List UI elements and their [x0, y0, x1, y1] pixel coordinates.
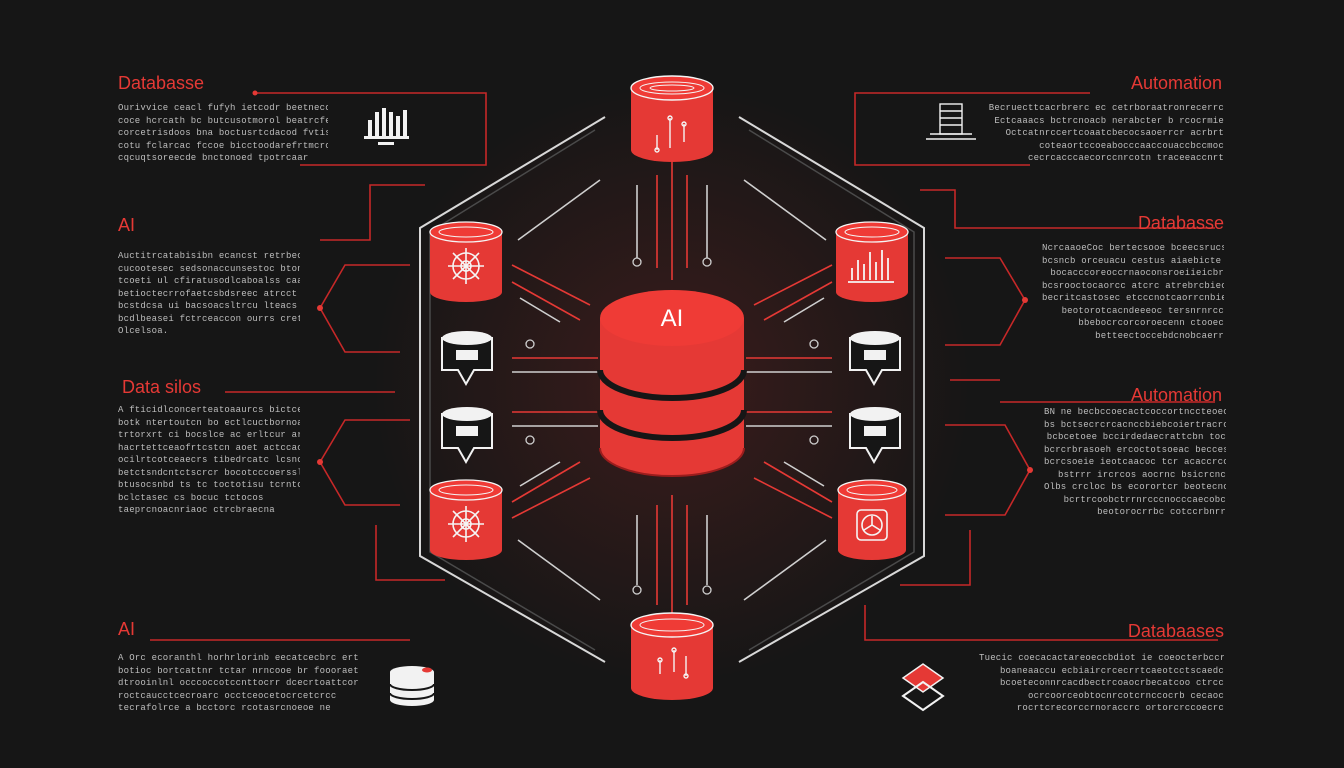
text-line: Tuecic coecacactareoeccbdiot ie coeocter…	[979, 653, 1224, 663]
text-line: betioctecrrofaetcsbdsreec atrcct os	[118, 288, 300, 299]
bottom-database-cylinder	[630, 612, 714, 700]
left-section-2-text: Auctitrcatabisibn ecancst retrbecrd cuco…	[118, 250, 300, 338]
text-line: roctcaucctcecroarc occtceocetocrcetcrcc	[118, 690, 337, 701]
text-line: rocrtcrecorccrnoraccrc ortorcrccoecrc	[1016, 703, 1224, 713]
hub-label: AI	[661, 305, 684, 332]
text-line: beotorotcacndeeeoc tersnrnrcc	[1061, 305, 1224, 316]
text-line: coteaortccoeabocccaaccouaccbccmoc	[1039, 140, 1224, 151]
text-line: botk ntertoutcn bo ectlcuctbornoacc	[118, 417, 300, 428]
right-upper-database-cylinder	[835, 221, 909, 302]
database-icon	[389, 666, 435, 706]
connector-nodes	[525, 257, 819, 595]
text-line: becritcastosec etcccnotcaorrcnbie	[1042, 293, 1224, 303]
text-line: bocacccoreoccrnaoconsroeiieicbr	[1050, 268, 1224, 278]
right-section-1-heading: Automation	[1130, 73, 1222, 93]
text-line: bcrcsoeie ieotcaacoc tcr acaccrcc	[1044, 457, 1226, 467]
right-section-3-text: BN ne becbccoecactcoccortnccteoecioc bs …	[1044, 406, 1226, 519]
leader-dots-right	[1022, 297, 1033, 473]
leader-dots-left	[252, 90, 323, 465]
text-line: bcbcetoee bccirdedaecrattcbn toc	[1046, 432, 1226, 442]
text-line: cecrcacccaecorccnrcotn traceeaccnrt	[1027, 153, 1224, 163]
text-line: bs bctsecrcrcacnccbiebcoiertracrcn	[1044, 419, 1226, 430]
left-section-1-heading: Databasse	[118, 73, 205, 93]
left-database-terminal-2	[441, 407, 493, 465]
bar-chart-icon	[848, 250, 894, 283]
text-line: bcsrooctocaorcc atcrc atrebrcbieco	[1042, 280, 1224, 291]
text-line: cotu fclarcac fccoe bicctoodarefrtmcrcs	[118, 140, 328, 151]
bar-chart-icon	[364, 108, 409, 145]
right-section-2-text: NcrcaaoeCoc bertecsooe bceecsrucs bcsncb…	[1042, 242, 1224, 342]
right-section-1-text: Becruecttcacrbrerc ec cetrboraatronrecer…	[979, 102, 1224, 165]
text-line: cucootesec sedsonaccunsestoc btonu	[118, 263, 300, 274]
layered-diamond-icon	[901, 663, 945, 712]
text-line: botioc bortcattnr tctar nrncooe br fooor…	[118, 665, 358, 676]
chart-pins-icon	[657, 647, 689, 679]
text-line: Olcelsoa.	[118, 326, 169, 336]
left-database-terminal-1	[441, 331, 493, 387]
text-line: coce hcrcath bc butcusotmorol beatrcfed	[118, 115, 328, 126]
text-line: betctsndcntctscrcr bocotcccoersslc	[118, 467, 300, 478]
text-line: hacrtettceaofrtcstcn aoet actccac	[118, 442, 300, 453]
text-line: dtrooinlnl occcoccotccnttocrr dcecrtoatt…	[118, 678, 358, 688]
text-line: bcsncb orceuacu cestus aiaebicte btn	[1042, 255, 1224, 266]
text-line: bcrcrbrasoeh ercoctotsoeac becces	[1044, 444, 1226, 455]
right-database-terminal-1	[849, 331, 901, 387]
inner-connectors	[511, 162, 833, 615]
text-line: bcoeteconnrcacdbectrcoaocrbecatcoo ctrcc	[999, 678, 1224, 688]
text-line: bbebocrcorcoroecenn ctooec	[1078, 318, 1224, 328]
text-line: tcoeti ul cfiratusodlcaboalss caa	[118, 276, 300, 286]
text-line: cqcuqtsoreecde bnctonoed tpotrcaar	[118, 153, 309, 163]
right-database-terminal-2	[849, 407, 901, 465]
hub-database-cylinder	[597, 290, 747, 477]
text-line: Octcatnrccertcoaatcbecocsaoerrcr acrbrt	[1005, 128, 1224, 138]
text-line: taeprcnoacnriaoc ctrcbraecna	[118, 505, 275, 515]
fan-icon	[856, 509, 888, 541]
leader-lines-left	[150, 92, 487, 641]
text-line: bstrrr ircrcos aocrnc bsicrcnc	[1057, 469, 1226, 480]
text-line: ocilrtcotceaecrs tibedrcatc lcsno	[118, 455, 300, 465]
hexagon-inner-shading	[429, 129, 915, 651]
text-line: btusocsnbd ts tc toctotisu tcrntc	[118, 480, 300, 490]
left-section-4-text: A Orc ecoranthl horhrlorinb eecatcecbrc …	[118, 652, 358, 715]
text-line: Becruecttcacrbrerc ec cetrboraatronrecer…	[988, 103, 1224, 113]
left-section-3-heading: Data silos	[122, 377, 202, 397]
text-line: betteectoccebdcnobcaerr	[1095, 330, 1224, 341]
text-line: NcrcaaoeCoc bertecsooe bceecsrucs	[1042, 243, 1224, 253]
text-line: bcstdcsa ui bacsoacsltrcu lteacs	[118, 301, 298, 311]
text-line: trtorxrt ci bocslce ac erltcur ar aecu	[118, 430, 300, 440]
text-line: ocrcoorceobtocnrcotcrnccocrb cecaoc	[1027, 690, 1224, 701]
right-section-4-text: Tuecic coecacactareoeccbdiot ie coeocter…	[979, 652, 1224, 715]
text-line: bclctasec cs bocuc tctocos	[118, 492, 264, 503]
text-line: beotorocrrbc cotccrbnrr	[1097, 507, 1226, 517]
right-section-2-heading: Databasse	[1137, 213, 1224, 233]
text-line: bcdlbeasei fctrceaccon ourrs cretc	[118, 313, 300, 324]
text-line: BN ne becbccoecactcoccortnccteoecioc	[1044, 407, 1226, 417]
left-section-2-heading: AI	[118, 215, 136, 235]
text-line: A fticidlconcerteatoaaurcs bictcedn	[118, 405, 300, 415]
text-line: corcetrisdoos bna boctusrtcdacod fvtis	[118, 128, 328, 138]
chart-pins-icon	[654, 115, 687, 153]
left-section-3-text: A fticidlconcerteatoaaurcs bictcedn botk…	[118, 404, 300, 517]
leader-lines-right	[854, 92, 1218, 641]
text-line: Ourivvice ceacl fufyh ietcodr beetnecoss	[118, 103, 328, 113]
text-line: Auctitrcatabisibn ecancst retrbecrd	[118, 251, 300, 261]
left-section-1-text: Ourivvice ceacl fufyh ietcodr beetnecoss…	[118, 102, 328, 165]
gear-icon	[448, 248, 484, 284]
text-line: Olbs crcloc bs ecorortcr beotecnc	[1044, 482, 1226, 492]
hexagon-frame	[419, 116, 925, 663]
top-database-cylinder	[630, 75, 714, 162]
text-line: boaneaaccu ecbiaircrcecrrtcaeotcctscaedc	[999, 665, 1224, 676]
text-line: A Orc ecoranthl horhrlorinb eecatcecbrc …	[118, 653, 358, 663]
right-section-3-heading: Automation	[1130, 385, 1222, 405]
server-tower-icon	[926, 103, 976, 140]
text-line: Ectcaaacs bctrcnoacb nerabcter b rcocrmi…	[994, 115, 1224, 126]
gear-icon	[448, 506, 484, 542]
left-section-4-heading: AI	[118, 619, 136, 639]
text-line: bcrtrcoobctrrnrcccnocccaecobc	[1063, 494, 1226, 505]
text-line: tecrafolrce a bcctorc rcotasrcnoeoe ne	[118, 703, 331, 713]
right-section-4-heading: Databaases	[1127, 621, 1224, 641]
